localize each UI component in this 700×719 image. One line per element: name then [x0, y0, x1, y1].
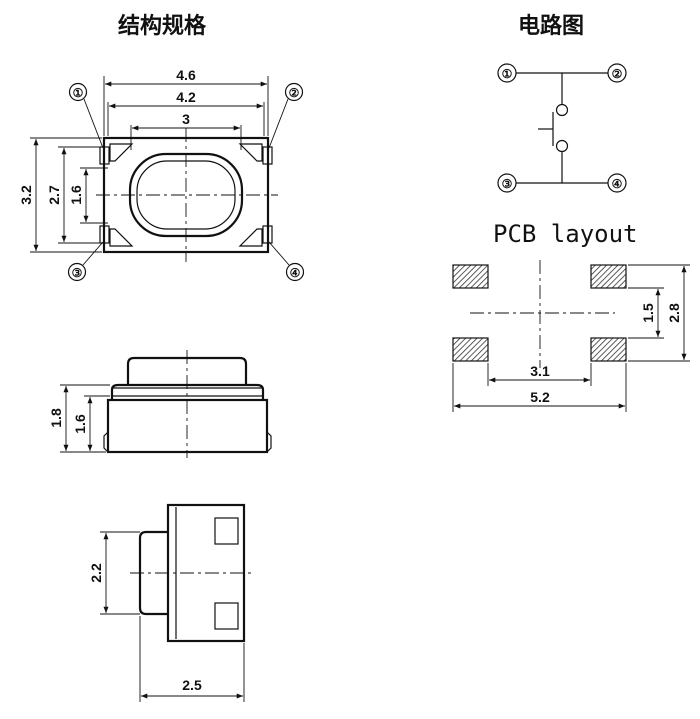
circuit-pin-4: ④	[612, 177, 623, 191]
dim-total-height: 2.8	[666, 303, 682, 323]
dim-side-height-total: 1.8	[48, 408, 64, 428]
top-pin-4: ④	[290, 266, 301, 280]
dim-pad-pitch: 1.5	[640, 303, 656, 323]
dim-height-small: 1.6	[68, 185, 84, 205]
dim-inner-width: 4.2	[176, 89, 196, 105]
pcb-pad-3	[452, 337, 489, 362]
end-view: 2.2 2.5	[88, 503, 252, 702]
structure-title: 结构规格	[118, 13, 207, 39]
pcb-pad-4	[590, 337, 627, 362]
dim-height-total: 3.2	[18, 185, 34, 205]
corner-notch-bl	[109, 228, 134, 247]
terminal-4	[262, 225, 273, 244]
pcb-layout: 3.1 5.2 1.5 2.8	[452, 260, 690, 412]
top-pin-3: ③	[72, 266, 83, 280]
top-pin-2: ②	[289, 86, 300, 100]
terminal-3	[99, 225, 110, 244]
circuit-diagram: ① ② ③ ④	[497, 63, 627, 193]
top-view: 4.6 4.2 3 3.2 2.7 1.6 ① ② ③ ④	[18, 67, 305, 282]
dim-total-width: 5.2	[530, 389, 550, 405]
terminal-2	[262, 146, 273, 165]
pcb-pad-1	[452, 264, 489, 289]
corner-notch-tr	[238, 143, 263, 162]
pcb-pad-2	[590, 264, 627, 289]
circuit-pin-3: ③	[502, 177, 513, 191]
circuit-title: 电路图	[518, 13, 585, 39]
corner-notch-tl	[109, 143, 134, 162]
side-view: 1.8 1.6	[48, 350, 272, 458]
pcb-layout-title: PCB layout	[493, 220, 638, 248]
top-pin-1: ①	[73, 86, 84, 100]
terminal-1	[99, 146, 110, 165]
dim-height-mid: 2.7	[46, 185, 62, 205]
dim-side-height-body: 1.6	[72, 414, 88, 434]
dim-oval-width: 3	[182, 111, 190, 127]
dim-end-width: 2.5	[182, 677, 202, 693]
corner-notch-br	[238, 228, 263, 247]
dim-outer-width: 4.6	[176, 67, 196, 83]
circuit-pin-1: ①	[502, 67, 513, 81]
dim-end-height: 2.2	[88, 563, 104, 583]
circuit-pin-2: ②	[612, 67, 623, 81]
dim-pad-gap: 3.1	[530, 363, 550, 379]
